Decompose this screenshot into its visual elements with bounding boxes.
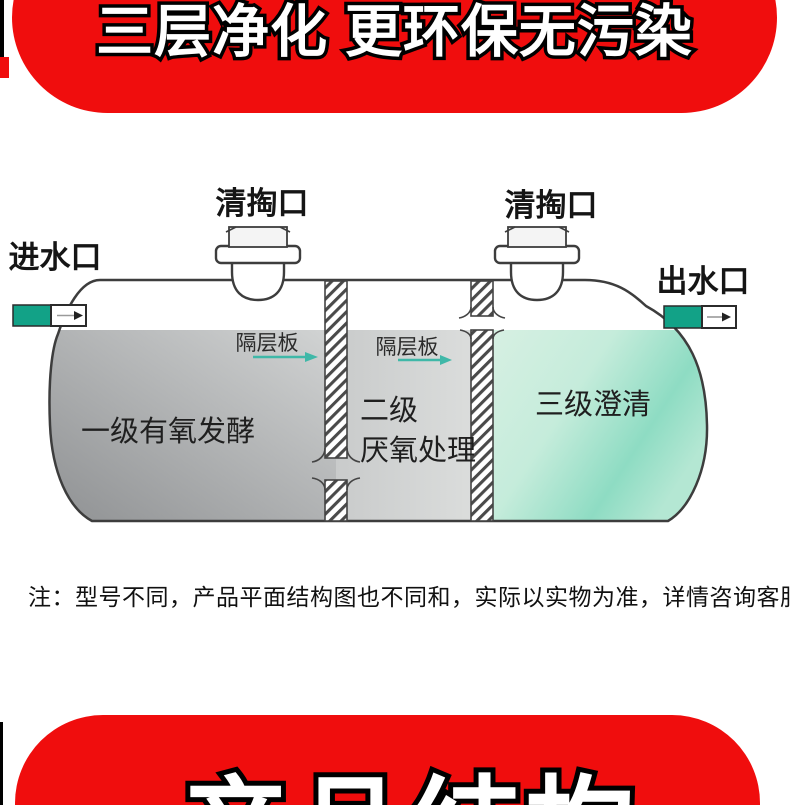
chamber1-fill [49,330,336,521]
top-banner-title-text: 三层净化 更环保无污染 [96,0,693,64]
top-banner: 三层净化 更环保无污染 三层净化 更环保无污染 [12,0,777,113]
disclaimer-note: 注：型号不同，产品平面结构图也不同和，实际以实物为准，详情咨询客服 [28,584,790,610]
outlet-pipe [663,305,737,329]
manhole-right [493,226,581,302]
bottom-banner: 产品结构 产品结构 [15,715,760,805]
bottom-banner-title-text: 产品结构 [60,739,760,805]
left-edge-divider-top [0,0,4,57]
inlet-direction-arrow-icon [57,311,83,320]
chamber3-label: 三级澄清 [535,388,651,421]
clean-port-right-label: 清掏口 [505,188,598,223]
flow-arrow-right-icon [398,355,452,365]
baffle-left-label: 隔层板 [236,332,299,355]
partition-plate-2 [458,280,506,522]
partition-plate-1 [311,280,361,522]
chamber2-label-line1: 二级 [360,394,418,427]
outlet-direction-arrow-icon [707,312,731,322]
chamber2-fill [336,330,482,521]
baffle-right-label: 隔层板 [376,336,439,359]
manhole-left [214,226,302,302]
tank-outline [48,278,709,523]
clean-port-left-label: 清掏口 [216,186,309,221]
inlet-label: 进水口 [9,240,102,275]
bottom-banner-title-outline: 产品结构 [60,739,760,805]
chamber3-fill [482,330,708,521]
left-edge-divider-bottom [0,722,3,805]
outlet-label: 出水口 [657,264,750,299]
chamber1-label: 一级有氧发酵 [81,415,255,448]
chamber2-label-line2: 厌氧处理 [360,434,476,467]
flow-arrow-left-icon [253,352,318,362]
inlet-pipe [12,304,87,327]
left-edge-red-chip [0,57,9,78]
top-banner-title-outline: 三层净化 更环保无污染 [93,0,696,68]
